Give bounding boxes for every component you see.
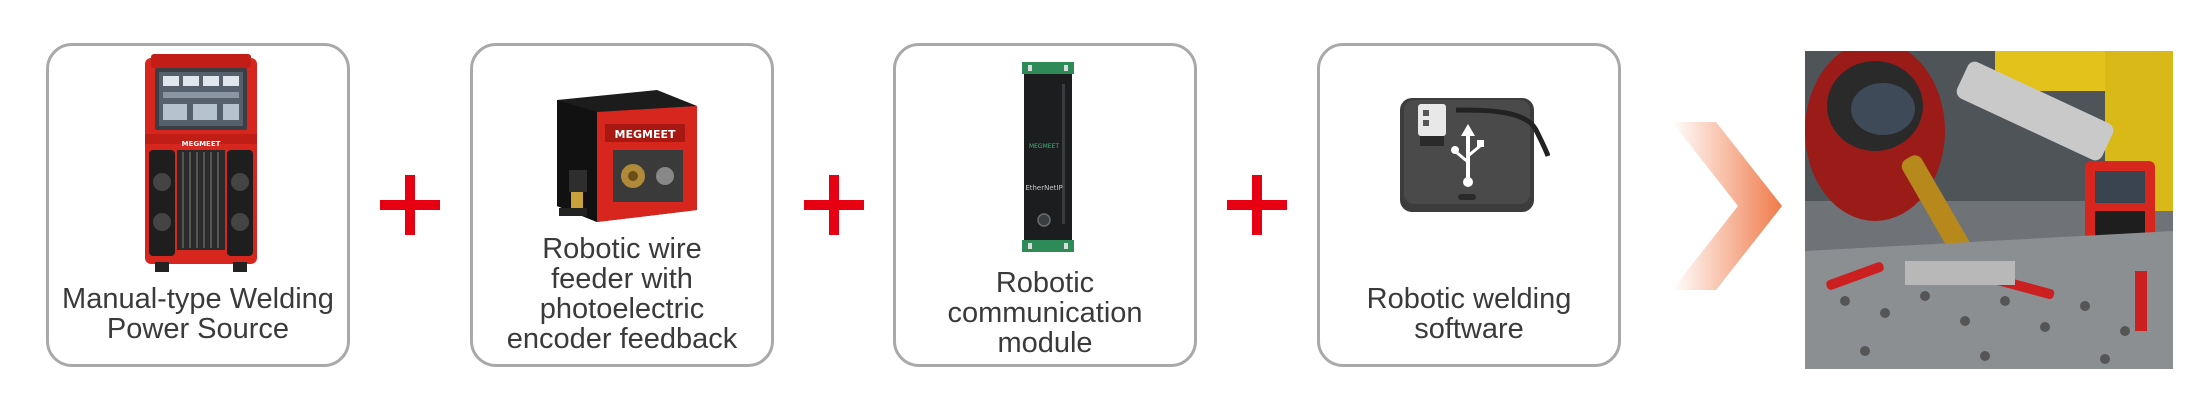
component-card-power-source: MEGMEET Manual-type Welding Power Source [46, 43, 350, 367]
communication-module-image: MEGMEET EtherNetIP [1018, 60, 1078, 256]
card-label-communication-module: Robotic communication module [947, 267, 1143, 359]
arrow-right-icon [1672, 122, 1782, 290]
card-label-software: Robotic welding software [1366, 283, 1572, 345]
svg-text:MEGMEET: MEGMEET [615, 128, 676, 141]
robotic-welding-cell-photo [1805, 51, 2173, 369]
component-card-communication-module: MEGMEET EtherNetIP Robotic communication… [893, 43, 1197, 367]
svg-text:EtherNetIP: EtherNetIP [1025, 184, 1062, 192]
welding-power-source-image: MEGMEET [137, 52, 265, 274]
wire-feeder-image: MEGMEET [547, 80, 703, 230]
card-label-wire-feeder: Robotic wire feeder with photoelectric e… [506, 233, 738, 355]
component-card-wire-feeder: MEGMEET Robotic wire feeder with photoel… [470, 43, 774, 367]
plus-icon [380, 175, 440, 235]
plus-icon [1227, 175, 1287, 235]
svg-text:MEGMEET: MEGMEET [182, 140, 221, 148]
svg-text:MEGMEET: MEGMEET [1029, 143, 1059, 150]
plus-icon [804, 175, 864, 235]
card-label-power-source: Manual-type Welding Power Source [62, 283, 334, 345]
usb-software-drive-image [1396, 90, 1550, 220]
component-card-software: Robotic welding software [1317, 43, 1621, 367]
